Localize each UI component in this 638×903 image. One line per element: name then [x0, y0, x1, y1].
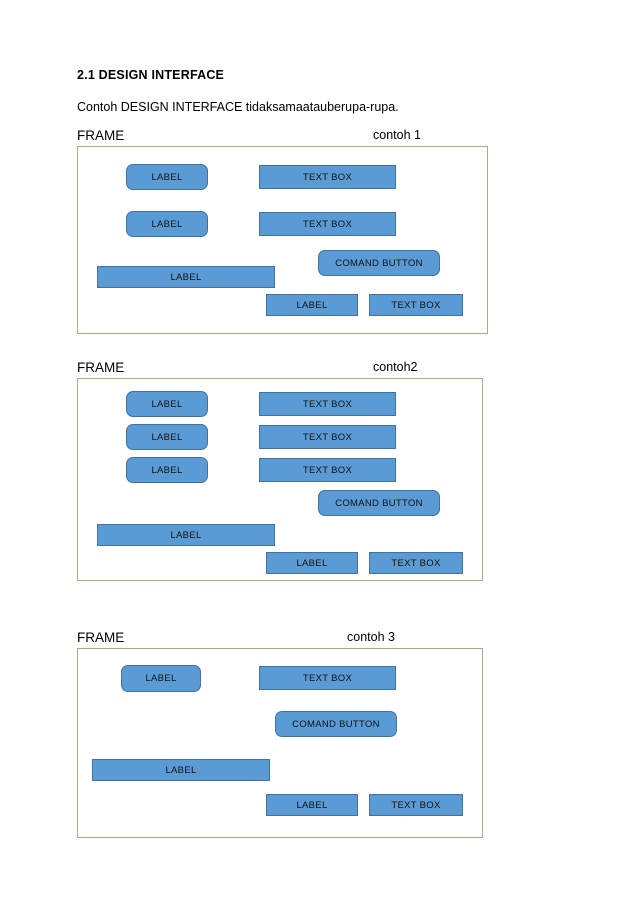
label-2[interactable]: LABEL: [266, 794, 358, 816]
comand-button-1[interactable]: COMAND BUTTON: [318, 490, 440, 516]
frame-section-1: FRAME contoh 1 LABEL TEXT BOX LABEL TEXT BOX C…: [77, 128, 488, 334]
frame-box: LABEL TEXT BOX LABEL TEXT BOX LABEL TEXT BOX C…: [77, 378, 483, 581]
frame-caption-row: FRAME contoh2: [77, 360, 483, 378]
textbox-1[interactable]: TEXT BOX: [259, 392, 396, 416]
frame-word-label: FRAME: [77, 360, 125, 375]
frame-contoh-label: contoh 1: [373, 128, 421, 142]
page-subtitle: Contoh DESIGN INTERFACE tidaksamaatauber…: [77, 100, 399, 114]
label-3[interactable]: LABEL: [266, 294, 358, 316]
textbox-3[interactable]: TEXT BOX: [259, 458, 396, 482]
frame-word-label: FRAME: [77, 128, 125, 143]
label-wide-1[interactable]: LABEL: [97, 266, 275, 288]
textbox-2[interactable]: TEXT BOX: [259, 212, 396, 236]
textbox-4[interactable]: TEXT BOX: [369, 552, 463, 574]
comand-button-1[interactable]: COMAND BUTTON: [275, 711, 397, 737]
frame-word-label: FRAME: [77, 630, 125, 645]
frame-contoh-label: contoh 3: [347, 630, 395, 644]
label-2[interactable]: LABEL: [126, 424, 208, 450]
label-4[interactable]: LABEL: [266, 552, 358, 574]
page-title: 2.1 DESIGN INTERFACE: [77, 68, 225, 82]
label-1[interactable]: LABEL: [126, 391, 208, 417]
label-3[interactable]: LABEL: [126, 457, 208, 483]
label-1[interactable]: LABEL: [126, 164, 208, 190]
textbox-2[interactable]: TEXT BOX: [259, 425, 396, 449]
textbox-2[interactable]: TEXT BOX: [369, 794, 463, 816]
comand-button-1[interactable]: COMAND BUTTON: [318, 250, 440, 276]
textbox-1[interactable]: TEXT BOX: [259, 165, 396, 189]
frame-box: LABEL TEXT BOX LABEL TEXT BOX COMAND BUTTON L…: [77, 146, 488, 334]
label-wide-1[interactable]: LABEL: [92, 759, 270, 781]
frame-caption-row: FRAME contoh 1: [77, 128, 488, 146]
label-wide-1[interactable]: LABEL: [97, 524, 275, 546]
frame-caption-row: FRAME contoh 3: [77, 630, 483, 648]
textbox-3[interactable]: TEXT BOX: [369, 294, 463, 316]
label-1[interactable]: LABEL: [121, 665, 201, 692]
textbox-1[interactable]: TEXT BOX: [259, 666, 396, 690]
frame-contoh-label: contoh2: [373, 360, 418, 374]
label-2[interactable]: LABEL: [126, 211, 208, 237]
